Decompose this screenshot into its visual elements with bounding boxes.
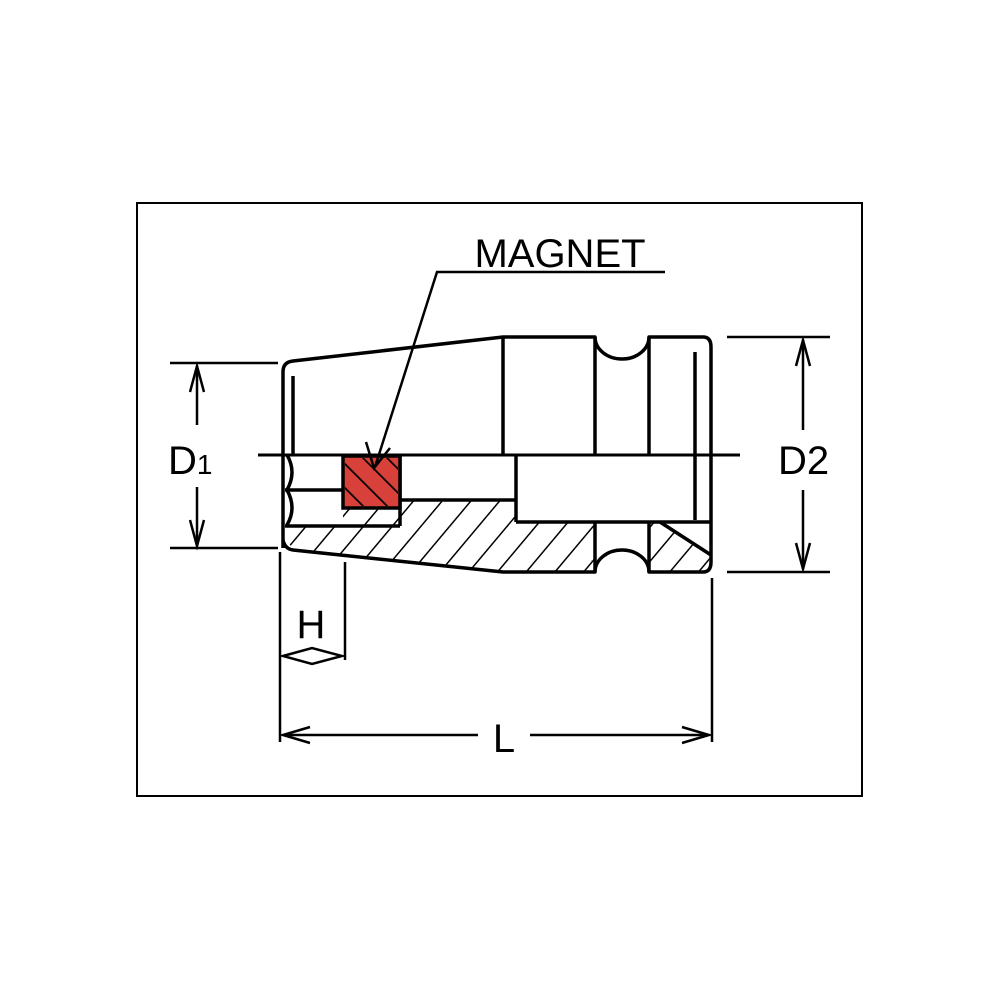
h-label: H xyxy=(297,603,326,647)
l-dimension xyxy=(278,578,714,745)
socket-outline xyxy=(281,335,713,574)
magnet-label: MAGNET xyxy=(474,232,645,276)
hatched-sections xyxy=(285,500,711,572)
d2-label: D2 xyxy=(778,439,829,483)
magnet-callout xyxy=(364,270,665,471)
frame xyxy=(136,202,863,797)
magnet-insert xyxy=(341,454,402,510)
d1-label: D1 xyxy=(168,439,212,483)
d1-dimension xyxy=(170,361,278,551)
l-label: L xyxy=(493,717,515,761)
h-dimension xyxy=(278,552,347,742)
d2-dimension xyxy=(727,335,830,574)
